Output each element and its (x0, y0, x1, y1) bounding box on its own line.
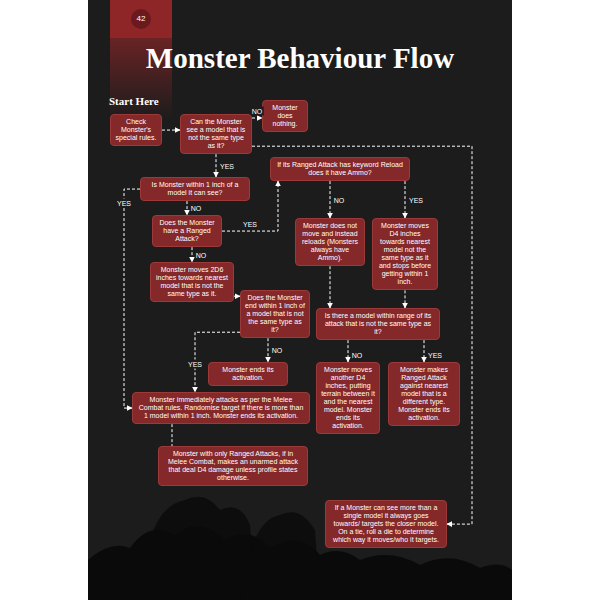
process-box: Is Monster within 1 inch of a model it c… (140, 177, 250, 201)
box-text: Does the Monster have a Ranged Attack? (157, 219, 217, 243)
flow-connector (330, 181, 331, 218)
process-box: Is there a model within range of its att… (316, 308, 440, 340)
process-box: Monster moves another D4 inches, putting… (316, 362, 380, 434)
process-box: Can the Monster see a model that is not … (180, 114, 252, 154)
process-box: Monster moves 2D6 inches towards nearest… (150, 262, 234, 302)
edge-label: NO (333, 195, 346, 204)
flow-connector (405, 181, 406, 218)
edge-label: YES (242, 220, 258, 229)
flow-connector (348, 340, 349, 362)
box-text: Monster with only Ranged Attacks, if in … (163, 450, 303, 482)
flow-connector (330, 266, 331, 308)
box-text: Is there a model within range of its att… (321, 312, 435, 336)
box-text: Monster moves 2D6 inches towards nearest… (155, 266, 229, 298)
box-text: Monster immediately attacks as per the M… (137, 396, 305, 420)
process-box: Monster does nothing. (262, 100, 308, 132)
edge-label: YES (219, 161, 235, 170)
flow-connector (268, 338, 269, 362)
edge-label: NO (190, 204, 203, 213)
box-text: Monster moves D4 inches towards nearest … (377, 222, 433, 286)
flow-connector (162, 130, 180, 131)
title: Monster Behaviour Flow (110, 42, 490, 75)
flow-connector (124, 189, 140, 408)
edge-label: YES (187, 360, 203, 369)
process-box: If a Monster can see more than a single … (325, 500, 447, 548)
edge-label: NO (351, 351, 364, 360)
flow-connector (216, 154, 217, 177)
flow-connector (405, 290, 406, 308)
process-box: Monster ends its activation. (208, 362, 288, 386)
process-box: Monster makes Ranged Attack against near… (388, 362, 460, 426)
box-text: Does the Monster end within 1 inch of a … (245, 294, 305, 334)
box-text: Is Monster within 1 inch of a model it c… (145, 181, 245, 197)
edge-label: YES (116, 199, 132, 208)
process-box: Does the Monster have a Ranged Attack? (152, 215, 222, 247)
page-number: 42 (131, 9, 151, 29)
process-box: Does the Monster end within 1 inch of a … (240, 290, 310, 338)
box-text: Check Monster's special rules. (115, 118, 157, 142)
process-box: Monster immediately attacks as per the M… (132, 392, 310, 424)
flow-connector (187, 201, 188, 215)
box-text: Monster does nothing. (267, 104, 303, 128)
box-text: Monster moves another D4 inches, putting… (321, 366, 375, 430)
page-ground (88, 0, 512, 600)
flow-connector (172, 424, 173, 446)
start-label: Start Here (109, 96, 159, 107)
process-box: Monster does not move and instead reload… (295, 218, 365, 266)
edge-label: NO (195, 250, 208, 259)
flow-connector (252, 118, 262, 119)
process-box: Monster with only Ranged Attacks, if in … (158, 446, 308, 486)
process-box: Check Monster's special rules. (110, 114, 162, 146)
box-text: Monster ends its activation. (213, 366, 283, 382)
edge-label: NO (251, 107, 264, 116)
flow-connector (192, 247, 193, 262)
tree-silhouette (88, 497, 512, 600)
process-box: If its Ranged Attack has keyword Reload … (270, 157, 410, 181)
bookmark (110, 0, 172, 38)
edge-label: YES (408, 195, 424, 204)
edge-label: YES (427, 351, 443, 360)
process-box: Monster moves D4 inches towards nearest … (372, 218, 438, 290)
box-text: Monster does not move and instead reload… (300, 222, 360, 262)
box-text: If a Monster can see more than a single … (330, 504, 442, 544)
box-text: Can the Monster see a model that is not … (185, 118, 247, 150)
box-text: Monster makes Ranged Attack against near… (393, 366, 455, 422)
box-text: If its Ranged Attack has keyword Reload … (275, 161, 405, 177)
flow-connector (424, 340, 425, 362)
edge-label: NO (271, 346, 284, 355)
